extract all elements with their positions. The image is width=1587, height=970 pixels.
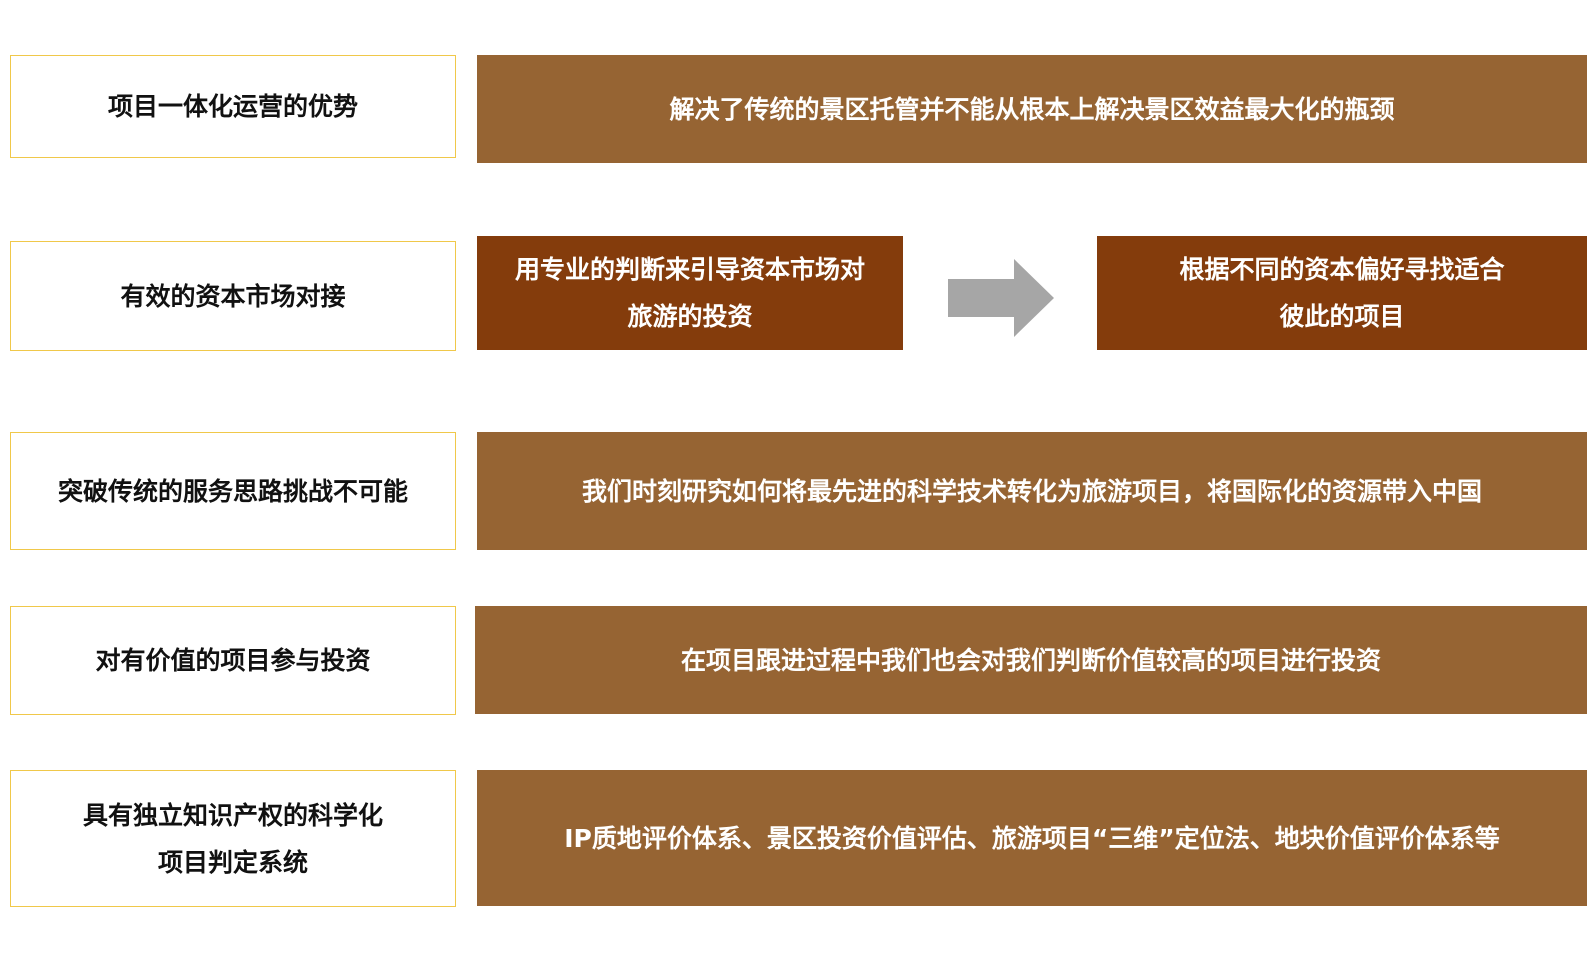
row2-step-to-line2: 彼此的项目 [1279, 302, 1405, 331]
row2-step-from-line2: 旅游的投资 [627, 302, 753, 331]
row5-label: 具有独立知识产权的科学化 项目判定系统 [83, 792, 383, 886]
row2-step-to-box: 根据不同的资本偏好寻找适合 彼此的项目 [1097, 236, 1587, 350]
row2-step-from-text: 用专业的判断来引导资本市场对 旅游的投资 [515, 246, 865, 340]
row3-label-box: 突破传统的服务思路挑战不可能 [10, 432, 456, 550]
row3-description-bar: 我们时刻研究如何将最先进的科学技术转化为旅游项目，将国际化的资源带入中国 [477, 432, 1587, 550]
row5-label-line1: 具有独立知识产权的科学化 [82, 800, 383, 830]
row1-label-box: 项目一体化运营的优势 [10, 55, 456, 158]
row2-step-from-line1: 用专业的判断来引导资本市场对 [514, 255, 865, 284]
row1-description-bar: 解决了传统的景区托管并不能从根本上解决景区效益最大化的瓶颈 [477, 55, 1587, 163]
row2-step-to-text: 根据不同的资本偏好寻找适合 彼此的项目 [1179, 246, 1504, 340]
row3-description: 我们时刻研究如何将最先进的科学技术转化为旅游项目，将国际化的资源带入中国 [581, 476, 1482, 506]
row3-label: 突破传统的服务思路挑战不可能 [57, 476, 408, 506]
right-arrow-icon [948, 259, 1054, 337]
row5-description-bar: IP质地评价体系、景区投资价值评估、旅游项目“三维”定位法、地块价值评价体系等 [477, 770, 1587, 906]
row1-description: 解决了传统的景区托管并不能从根本上解决景区效益最大化的瓶颈 [669, 94, 1395, 124]
row4-description: 在项目跟进过程中我们也会对我们判断价值较高的项目进行投资 [680, 645, 1381, 675]
row2-step-to-line1: 根据不同的资本偏好寻找适合 [1179, 255, 1505, 284]
row1-label: 项目一体化运营的优势 [107, 92, 358, 121]
row2-step-from-box: 用专业的判断来引导资本市场对 旅游的投资 [477, 236, 903, 350]
row4-label: 对有价值的项目参与投资 [95, 646, 371, 675]
row4-label-box: 对有价值的项目参与投资 [10, 606, 456, 715]
row2-label: 有效的资本市场对接 [120, 281, 346, 311]
row5-label-line2: 项目判定系统 [157, 847, 308, 877]
row5-description: IP质地评价体系、景区投资价值评估、旅游项目“三维”定位法、地块价值评价体系等 [564, 823, 1500, 853]
row4-description-bar: 在项目跟进过程中我们也会对我们判断价值较高的项目进行投资 [475, 606, 1587, 714]
row2-label-box: 有效的资本市场对接 [10, 241, 456, 351]
row5-label-box: 具有独立知识产权的科学化 项目判定系统 [10, 770, 456, 907]
